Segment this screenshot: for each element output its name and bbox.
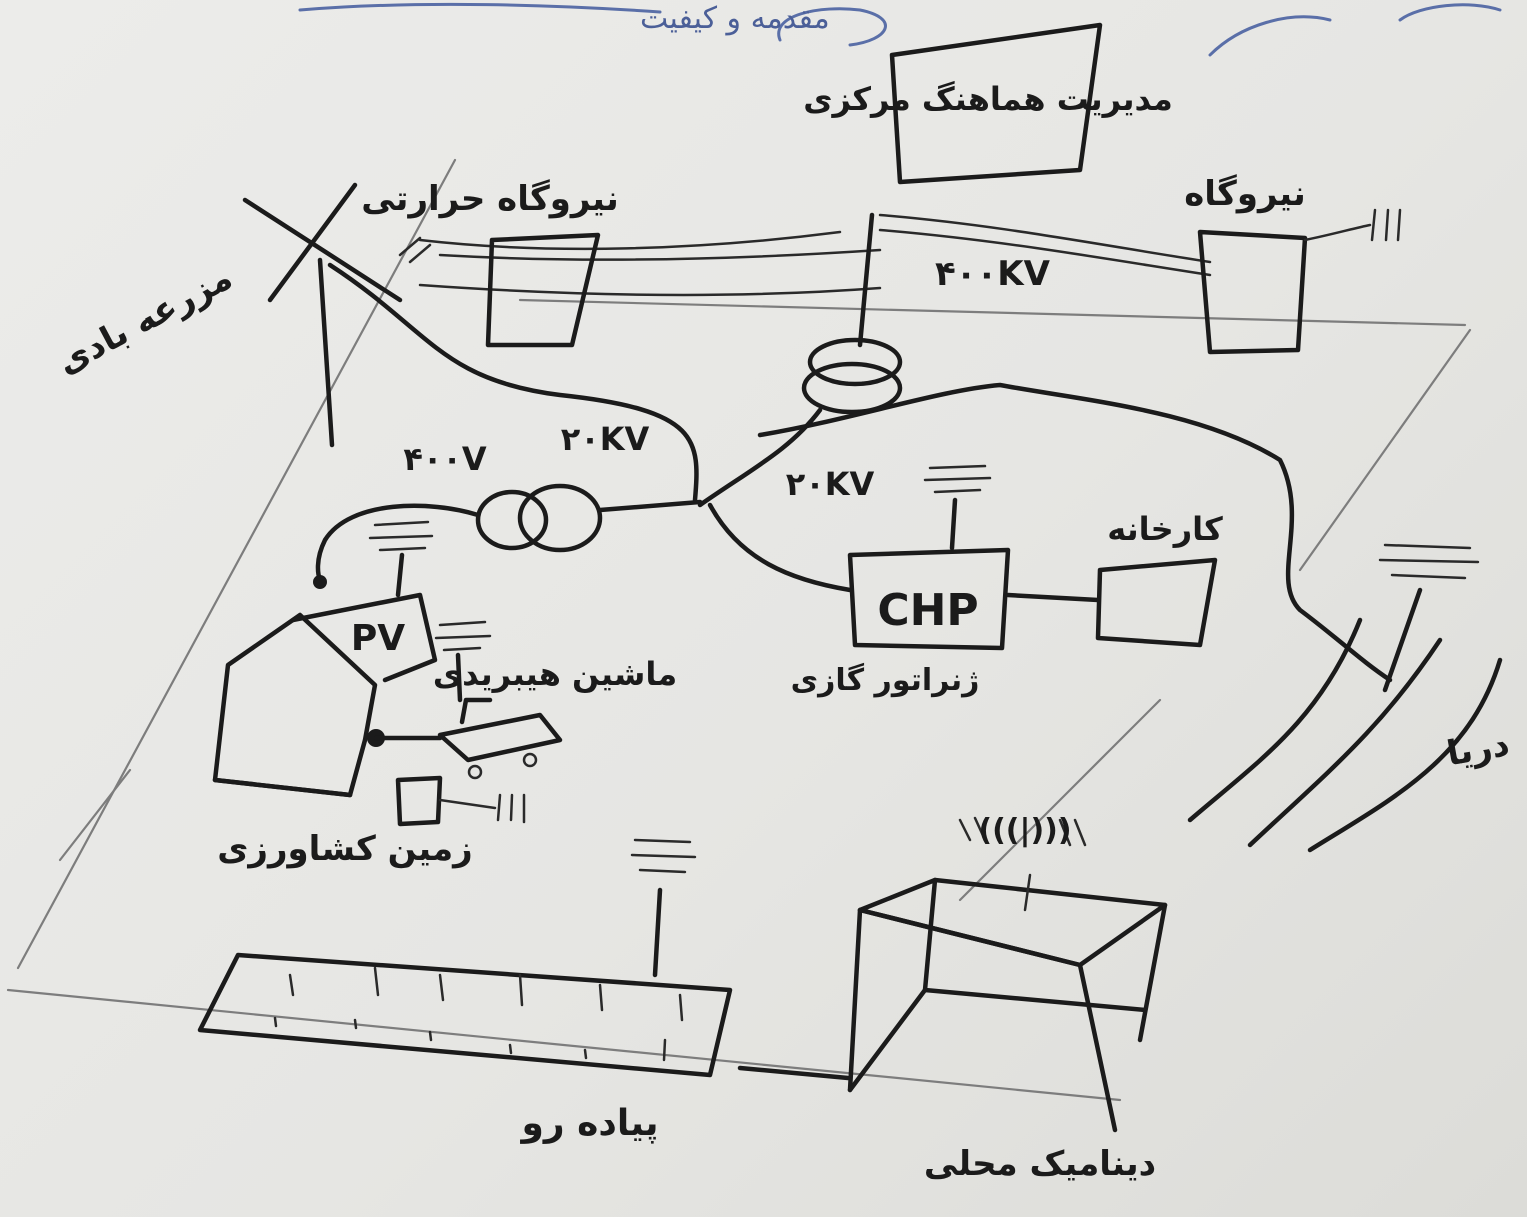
wireless-signal-icon: [630, 838, 697, 978]
chp-label: CHP: [877, 585, 978, 636]
local-signal-glyph: (((|))): [978, 813, 1071, 848]
ground-plane: [6, 158, 1472, 1102]
top-note-text: مقدمه و کیفیت: [640, 1, 830, 36]
wind-farm-label: مزرعه بادی: [51, 258, 239, 383]
lv-node: [313, 575, 327, 589]
factory: کارخانه: [1095, 510, 1223, 648]
voltage-400v-label: ۴۰۰V: [403, 440, 487, 478]
transformer-icon: [801, 337, 903, 415]
voltage-400kv-label: ۴۰۰KV: [935, 254, 1051, 294]
hv-bus: ۴۰۰KV: [418, 212, 1212, 348]
sidewalk-label: پیاده رو: [519, 1103, 658, 1144]
car-label: ماشین هیبریدی: [433, 655, 677, 693]
distribution-transformer: ۴۰۰V ۲۰KV: [403, 420, 650, 553]
transformer-down-line: [697, 407, 823, 508]
pv-label: PV: [351, 618, 405, 659]
sea-label: دریا: [1444, 724, 1513, 774]
local-dynamic-box: (((|))) دینامیک محلی: [737, 813, 1168, 1184]
farmland-label: زمین کشاورزی: [217, 829, 473, 869]
factory-label: کارخانه: [1107, 510, 1223, 548]
wind-feeder-line: [327, 262, 699, 503]
chp-feeder-line: [707, 502, 853, 593]
chp-unit: CHP ژنراتور گازی: [791, 547, 1011, 698]
voltage-20kv-left-label: ۲۰KV: [561, 420, 650, 458]
factory-link-line: [1005, 592, 1101, 603]
thermal-plant-label: نیروگاه حرارتی: [361, 179, 618, 219]
wind-turbine-icon: مزرعه بادی: [51, 182, 403, 448]
wireless-signal-icon: [923, 464, 992, 551]
house-icon: PV: [212, 592, 438, 798]
chp-caption: ژنراتور گازی: [791, 662, 980, 698]
sidewalk: پیاده رو: [197, 952, 733, 1144]
local-dynamic-label: دینامیک محلی: [924, 1144, 1156, 1184]
voltage-20kv-right-label: ۲۰KV: [786, 465, 875, 503]
wireless-signal-icon: [368, 520, 434, 598]
lv-feeder-line: [315, 503, 481, 583]
top-note-scribble: مقدمه و کیفیت: [298, 1, 1502, 57]
farmland: زمین کشاورزی: [217, 775, 526, 869]
transformer-to-node-line: [597, 499, 703, 513]
central-control-box: مدیریت هماهنگ مرکزی: [803, 22, 1173, 185]
thermal-plant: نیروگاه حرارتی: [361, 179, 619, 348]
power-plant-label: نیروگاه: [1184, 174, 1306, 214]
sea: دریا: [1187, 543, 1513, 853]
wireless-signal-icon: [434, 620, 492, 703]
central-control-label: مدیریت هماهنگ مرکزی: [803, 80, 1173, 118]
hybrid-car: ماشین هیبریدی: [433, 655, 677, 780]
sea-feeder-line: [757, 382, 1393, 683]
power-plant: نیروگاه: [1184, 174, 1402, 355]
